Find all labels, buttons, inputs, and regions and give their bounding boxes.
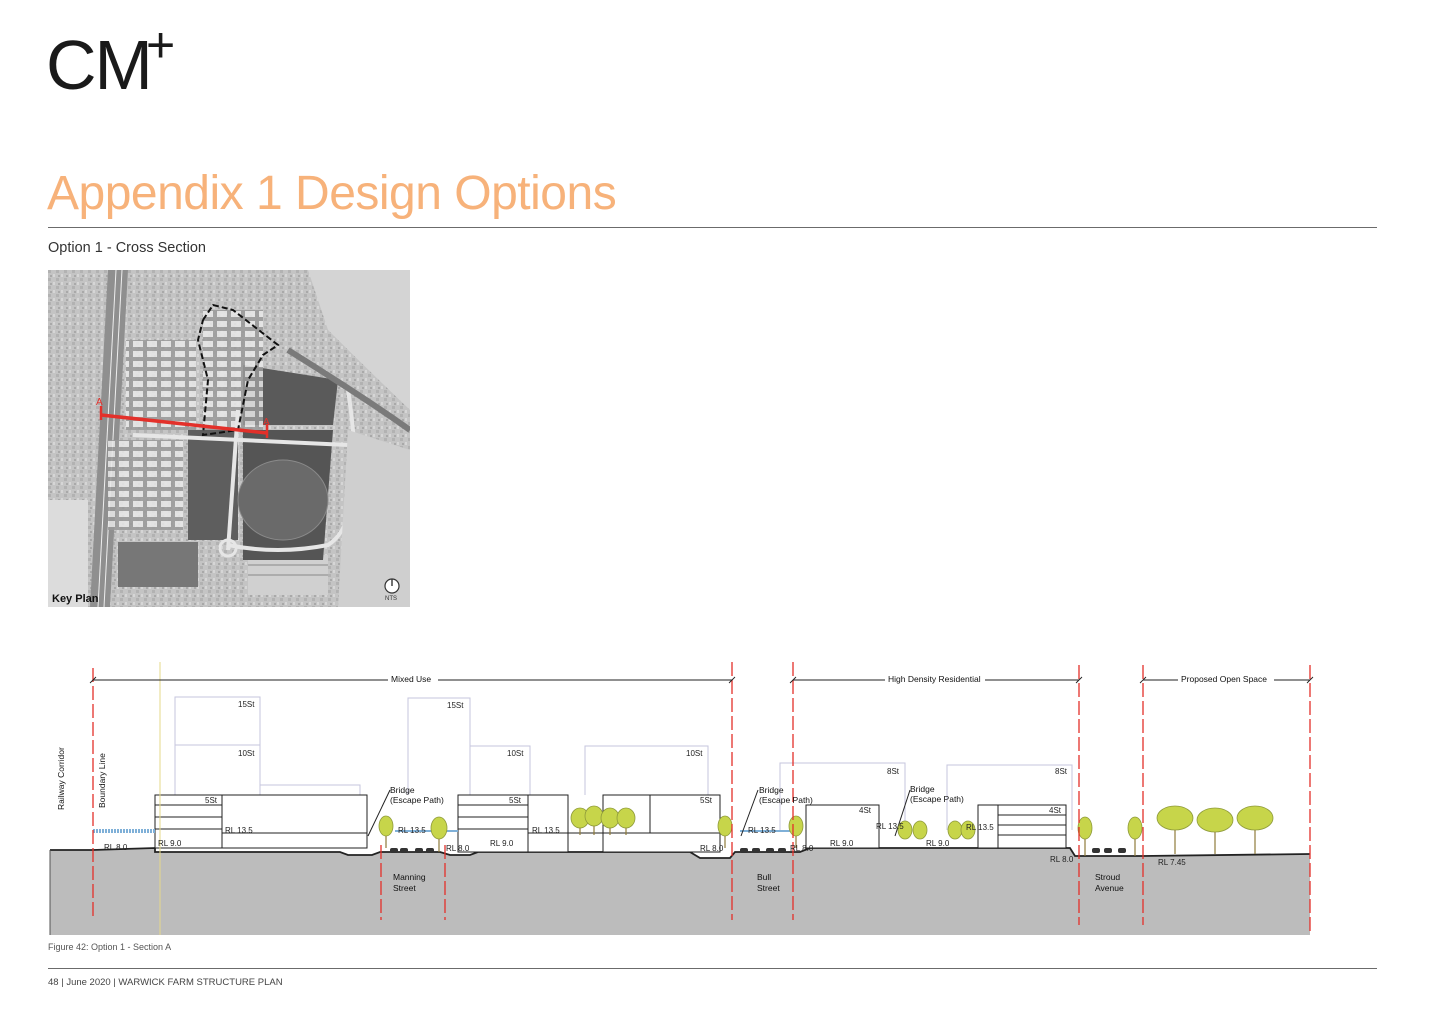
key-plan-marker-end: A bbox=[263, 417, 270, 428]
bridge-label: (Escape Path) bbox=[759, 795, 813, 805]
storey-label: 15St bbox=[238, 700, 255, 709]
key-plan-marker-start: A bbox=[96, 397, 103, 408]
level-label: RL 9.0 bbox=[926, 839, 950, 848]
bridge-label: Bridge bbox=[390, 785, 415, 795]
bridge-label: (Escape Path) bbox=[910, 794, 964, 804]
level-label: RL 9.0 bbox=[490, 839, 514, 848]
storey-label: 4St bbox=[1049, 806, 1062, 815]
boundary-line-label: Boundary Line bbox=[97, 753, 107, 808]
storey-label: 15St bbox=[447, 701, 464, 710]
tree-icons bbox=[378, 805, 1274, 856]
storey-label: 5St bbox=[700, 796, 713, 805]
logo-plus: + bbox=[146, 17, 175, 73]
storey-label: 5St bbox=[205, 796, 218, 805]
level-label: RL 13.5 bbox=[225, 826, 253, 835]
street-label-bull: Street bbox=[757, 883, 780, 893]
north-scale-label: NTS bbox=[385, 596, 397, 602]
level-label: RL 13.5 bbox=[876, 822, 904, 831]
level-label: RL 8.0 bbox=[790, 844, 814, 853]
title-divider bbox=[48, 227, 1377, 228]
page-title: Appendix 1 Design Options bbox=[47, 167, 617, 220]
street-label-manning: Street bbox=[393, 883, 416, 893]
bridge-label: (Escape Path) bbox=[390, 795, 444, 805]
key-plan-map: A A NTS Key Plan bbox=[48, 270, 410, 607]
level-label: RL 8.0 bbox=[1050, 855, 1074, 864]
footer-divider bbox=[48, 968, 1377, 969]
storey-label: 10St bbox=[686, 749, 703, 758]
level-label: RL 9.0 bbox=[830, 839, 854, 848]
section-subtitle: Option 1 - Cross Section bbox=[48, 240, 206, 256]
bridge-label: Bridge bbox=[759, 785, 784, 795]
street-label-bull: Bull bbox=[757, 872, 771, 882]
street-label-manning: Manning bbox=[393, 872, 426, 882]
level-label: RL 7.45 bbox=[1158, 858, 1186, 867]
key-plan-label: Key Plan bbox=[52, 593, 99, 605]
storey-label: 8St bbox=[887, 767, 900, 776]
level-label: RL 13.5 bbox=[966, 823, 994, 832]
street-label-stroud: Stroud bbox=[1095, 872, 1120, 882]
storey-label: 4St bbox=[859, 806, 872, 815]
page-footer: 48 | June 2020 | WARWICK FARM STRUCTURE … bbox=[48, 977, 283, 988]
figure-caption: Figure 42: Option 1 - Section A bbox=[48, 942, 172, 952]
railway-corridor-label: Railway Corridor bbox=[56, 747, 66, 810]
storey-label: 10St bbox=[507, 749, 524, 758]
level-label: RL 13.5 bbox=[748, 826, 776, 835]
logo-text: CM bbox=[46, 26, 153, 104]
ground-mass bbox=[50, 848, 1310, 935]
key-plan-aerial: A A NTS bbox=[48, 270, 410, 607]
level-label: RL 13.5 bbox=[532, 826, 560, 835]
level-label: RL 8.0 bbox=[446, 844, 470, 853]
zone-label-high-density: High Density Residential bbox=[888, 674, 981, 684]
cm-plus-logo: CM+ bbox=[46, 20, 175, 100]
zone-label-open-space: Proposed Open Space bbox=[1181, 674, 1267, 684]
storey-label: 8St bbox=[1055, 767, 1068, 776]
storey-label: 5St bbox=[509, 796, 522, 805]
level-label: RL 8.0 bbox=[700, 844, 724, 853]
street-label-stroud: Avenue bbox=[1095, 883, 1124, 893]
storey-label: 10St bbox=[238, 749, 255, 758]
level-label: RL 8.0 bbox=[104, 843, 128, 852]
zone-label-mixed-use: Mixed Use bbox=[391, 674, 431, 684]
level-label: RL 9.0 bbox=[158, 839, 182, 848]
level-label: RL 13.5 bbox=[398, 826, 426, 835]
bridge-label: Bridge bbox=[910, 784, 935, 794]
